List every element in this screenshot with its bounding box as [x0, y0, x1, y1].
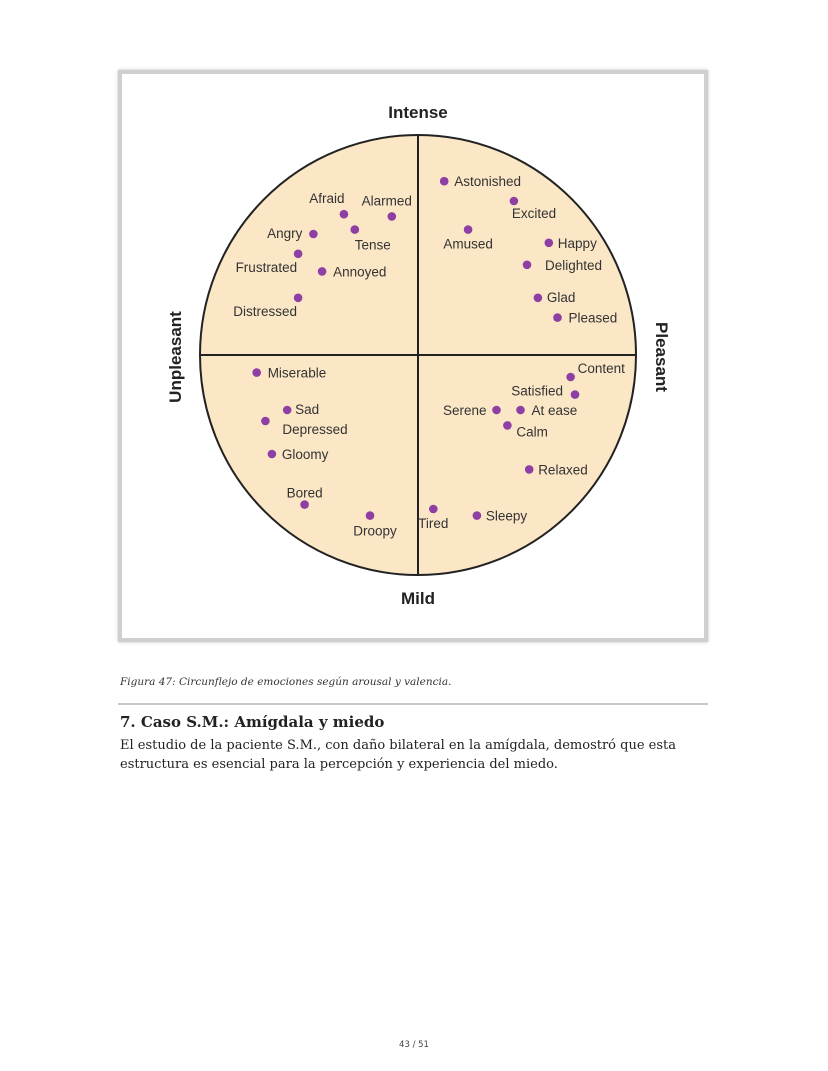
emotion-dot-distressed [293, 293, 303, 303]
emotion-dot-excited [509, 196, 519, 206]
emotion-dot-sleepy [472, 511, 482, 520]
emotion-label-annoyed: Annoyed [333, 264, 386, 279]
emotion-dot-miserable [252, 368, 261, 377]
emotion-dot-pleased [553, 313, 562, 322]
emotion-label-happy: Happy [558, 236, 597, 251]
axis-label-right: Pleasant [652, 322, 671, 392]
emotion-dot-frustrated [293, 249, 303, 259]
emotion-label-droopy: Droopy [353, 524, 397, 539]
section-body: El estudio de la paciente S.M., con daño… [120, 738, 676, 772]
section-divider [118, 703, 708, 705]
emotion-dot-glad [533, 293, 543, 303]
emotion-dot-at-ease [516, 405, 525, 415]
emotion-label-calm: Calm [516, 424, 548, 439]
axis-label-bottom: Mild [401, 589, 435, 608]
emotion-label-amused: Amused [443, 237, 493, 252]
emotion-label-pleased: Pleased [569, 311, 618, 326]
emotion-dot-droopy [365, 511, 375, 520]
emotion-label-content: Content [578, 361, 626, 376]
emotion-dot-gloomy [267, 449, 277, 459]
emotion-dot-satisfied [570, 390, 580, 399]
emotion-dot-serene [492, 405, 501, 415]
emotion-label-angry: Angry [267, 226, 303, 241]
emotion-dot-happy [544, 238, 554, 248]
emotion-dot-content [566, 372, 575, 382]
emotion-label-bored: Bored [287, 486, 323, 501]
axis-label-top: Intense [388, 103, 448, 122]
emotion-label-sleepy: Sleepy [486, 509, 528, 524]
emotion-dot-annoyed [317, 267, 327, 276]
emotion-dot-depressed [261, 416, 270, 426]
emotion-label-distressed: Distressed [233, 304, 297, 319]
emotion-label-satisfied: Satisfied [511, 384, 563, 399]
emotion-dot-alarmed [387, 212, 397, 221]
emotion-label-glad: Glad [547, 290, 576, 305]
circumplex-diagram: Intense Mild Unpleasant Pleasant Astonis… [166, 103, 671, 608]
emotion-label-at-ease: At ease [532, 403, 578, 418]
emotion-label-serene: Serene [443, 403, 487, 418]
emotion-dot-tense [350, 225, 360, 234]
emotion-dot-tired [429, 504, 438, 514]
emotion-label-alarmed: Alarmed [362, 193, 412, 208]
emotion-label-afraid: Afraid [309, 191, 344, 206]
emotion-dot-amused [463, 225, 473, 234]
emotion-circumplex-figure: Intense Mild Unpleasant Pleasant Astonis… [118, 70, 708, 642]
emotion-label-excited: Excited [512, 206, 556, 221]
page-number: 43 / 51 [399, 1040, 429, 1050]
emotion-label-tense: Tense [355, 238, 391, 253]
emotion-dot-sad [282, 405, 292, 415]
emotion-dot-afraid [339, 209, 349, 219]
section-title: 7. Caso S.M.: Amígdala y miedo [120, 713, 385, 731]
emotion-dot-astonished [439, 176, 449, 186]
emotion-dot-bored [300, 500, 309, 509]
emotion-dot-angry [309, 229, 318, 239]
axis-label-left: Unpleasant [166, 311, 185, 403]
emotion-label-delighted: Delighted [545, 258, 602, 273]
emotion-label-frustrated: Frustrated [236, 260, 298, 275]
emotion-dot-relaxed [524, 465, 534, 474]
emotion-label-relaxed: Relaxed [538, 462, 588, 477]
emotion-label-miserable: Miserable [268, 366, 327, 381]
emotion-label-astonished: Astonished [454, 174, 521, 189]
emotion-label-gloomy: Gloomy [282, 447, 329, 462]
emotion-dot-delighted [522, 260, 532, 270]
emotion-label-tired: Tired [418, 516, 448, 531]
emotion-dot-calm [503, 421, 512, 430]
emotion-label-depressed: Depressed [282, 422, 347, 437]
emotion-label-sad: Sad [295, 402, 319, 417]
figure-caption: Figura 47: Circunflejo de emociones segú… [120, 676, 452, 688]
